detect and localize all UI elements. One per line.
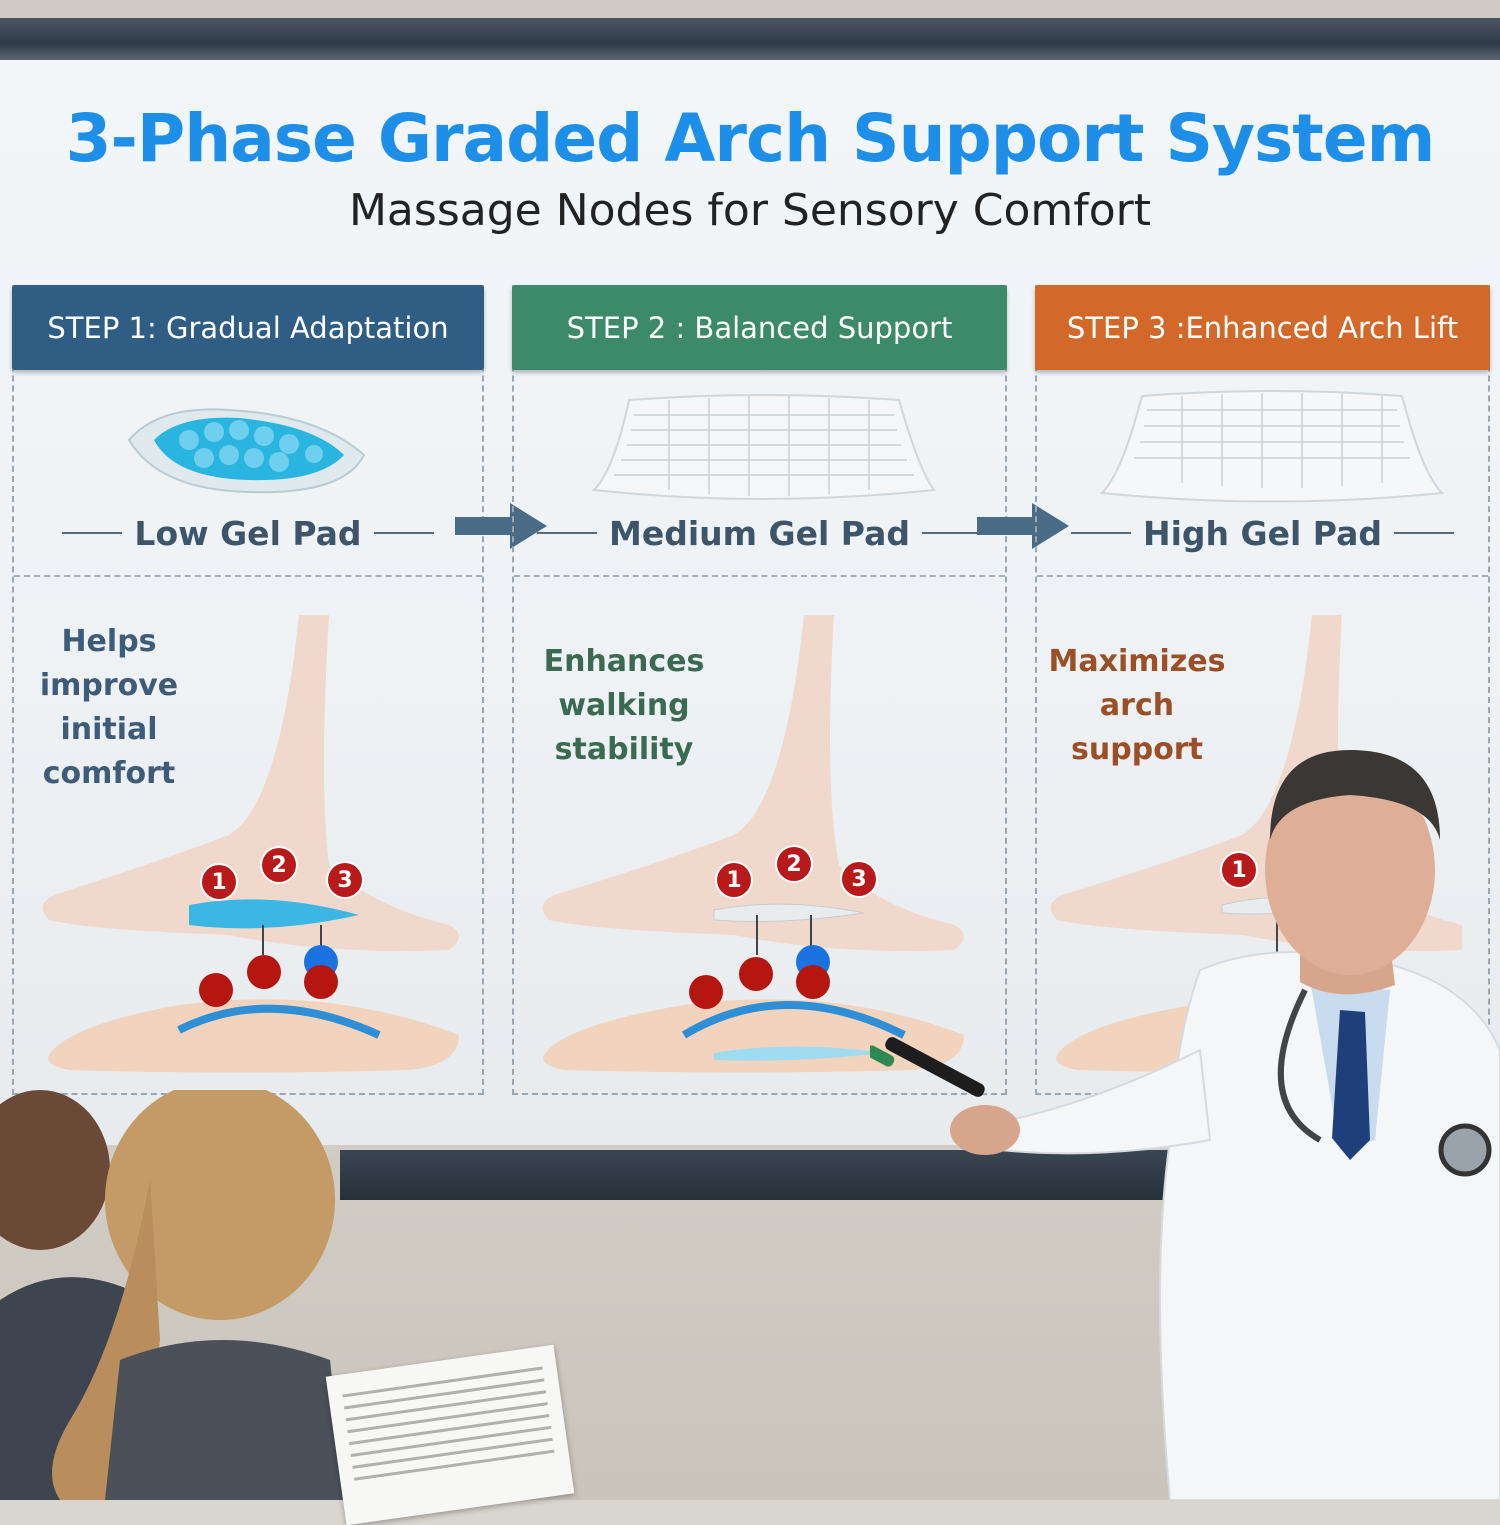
benefit-line: Maximizes — [1048, 644, 1226, 679]
handout-paper — [325, 1344, 575, 1525]
step-header-3: STEP 3 :Enhanced Arch Lift — [1035, 285, 1490, 370]
massage-node-1: 1 — [202, 865, 236, 899]
pad-label-2: Medium Gel Pad — [609, 513, 910, 553]
label-line-right — [373, 532, 434, 534]
massage-node-3: 3 — [328, 863, 362, 897]
benefit-line: Enhances — [543, 644, 705, 679]
massage-node-2: 2 — [262, 848, 296, 882]
node-pointer — [810, 915, 812, 955]
node-pointer — [756, 915, 758, 955]
pad-label-3: High Gel Pad — [1143, 513, 1382, 553]
massage-node-3: 3 — [842, 862, 876, 896]
low-gel-pad-image — [127, 408, 366, 494]
foot-illustration-1 — [42, 615, 460, 1073]
doctor-presenter-image — [870, 750, 1500, 1500]
pad-label-1: Low Gel Pad — [134, 513, 362, 553]
page-title: 3-Phase Graded Arch Support System — [65, 100, 1436, 177]
pad-label-row-2: Medium Gel Pad — [514, 513, 1005, 553]
pressure-node — [739, 957, 773, 991]
pressure-node — [796, 965, 830, 999]
pad-label-row-3: High Gel Pad — [1037, 513, 1488, 553]
audience-image — [0, 1090, 345, 1500]
panel-divider — [14, 575, 482, 577]
benefit-line: arch — [1099, 688, 1175, 723]
panel-divider — [1037, 575, 1488, 577]
pressure-node — [689, 975, 723, 1009]
node-pointer — [320, 925, 322, 955]
step-header-2: STEP 2 : Balanced Support — [512, 285, 1007, 370]
benefit-line: Helps — [61, 624, 157, 659]
massage-node-1: 1 — [1222, 853, 1256, 887]
page-subtitle: Massage Nodes for Sensory Comfort — [348, 185, 1152, 236]
benefit-line: support — [1071, 732, 1203, 767]
pressure-node — [199, 973, 233, 1007]
benefit-text-3: Maximizes arch support — [1037, 640, 1237, 772]
benefit-line: stability — [554, 732, 694, 767]
benefit-line: comfort — [42, 756, 176, 791]
massage-node-2: 2 — [777, 847, 811, 881]
pad-label-row-1: Low Gel Pad — [14, 513, 482, 553]
step-header-1: STEP 1: Gradual Adaptation — [12, 285, 484, 370]
pressure-node — [247, 955, 281, 989]
benefit-text-2: Enhances walking stability — [524, 640, 724, 772]
label-line-left — [537, 532, 597, 534]
label-line-right — [1394, 532, 1454, 534]
label-line-left — [62, 532, 123, 534]
benefit-text-1: Helps improve initial comfort — [24, 620, 194, 796]
node-pointer — [262, 925, 264, 955]
arrow-right-icon — [977, 503, 1069, 549]
step-panel-1: STEP 1: Gradual Adaptation Low Gel Pad H… — [12, 285, 484, 1095]
step-panel-3: STEP 3 :Enhanced Arch Lift High Gel Pad … — [1035, 285, 1490, 1095]
benefit-line: improve — [39, 668, 179, 703]
step-panel-2: STEP 2 : Balanced Support Medium Gel Pad… — [512, 285, 1007, 1095]
label-line-right — [921, 532, 982, 534]
high-gel-pad-image — [1099, 390, 1445, 503]
benefit-line: walking — [558, 688, 690, 723]
board-frame-top — [0, 18, 1500, 60]
pressure-node — [304, 965, 338, 999]
panel-divider — [514, 575, 1005, 577]
benefit-line: initial — [60, 712, 158, 747]
node-pointer — [1276, 915, 1278, 955]
foot-illustration-2 — [542, 615, 964, 1073]
arrow-right-icon — [455, 503, 547, 549]
medium-gel-pad-image — [591, 394, 936, 500]
massage-node-1: 1 — [717, 863, 751, 897]
label-line-left — [1071, 532, 1131, 534]
